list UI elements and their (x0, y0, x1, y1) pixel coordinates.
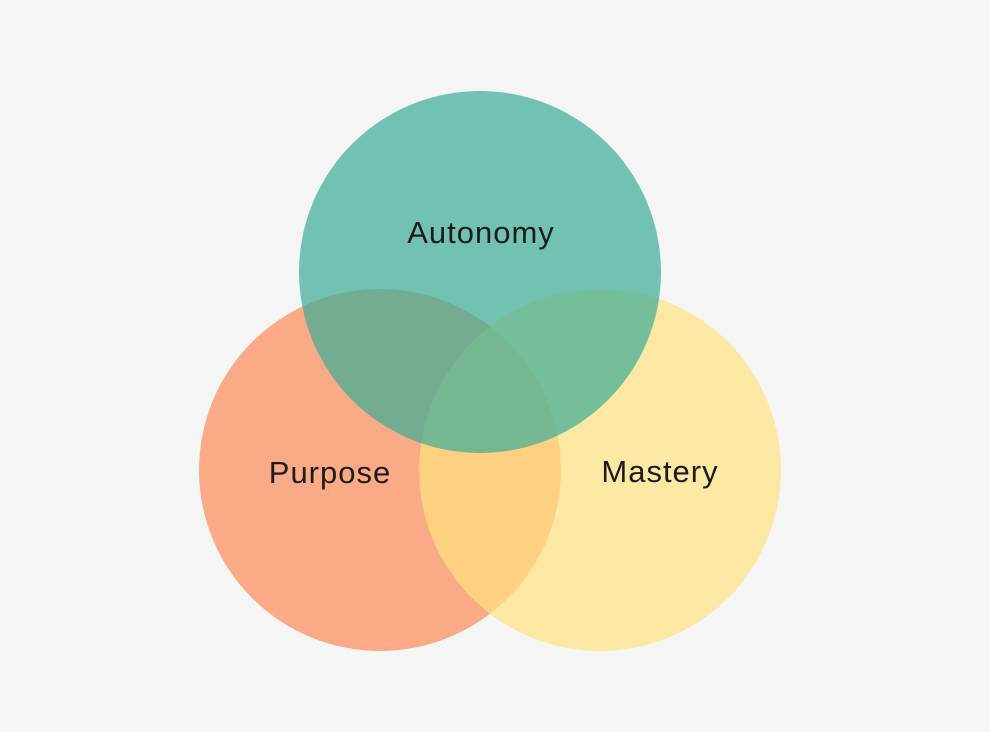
mastery-label: Mastery (601, 454, 719, 489)
purpose-label: Purpose (268, 455, 392, 490)
autonomy-label: Autonomy (407, 215, 555, 250)
autonomy-circle (299, 91, 661, 453)
